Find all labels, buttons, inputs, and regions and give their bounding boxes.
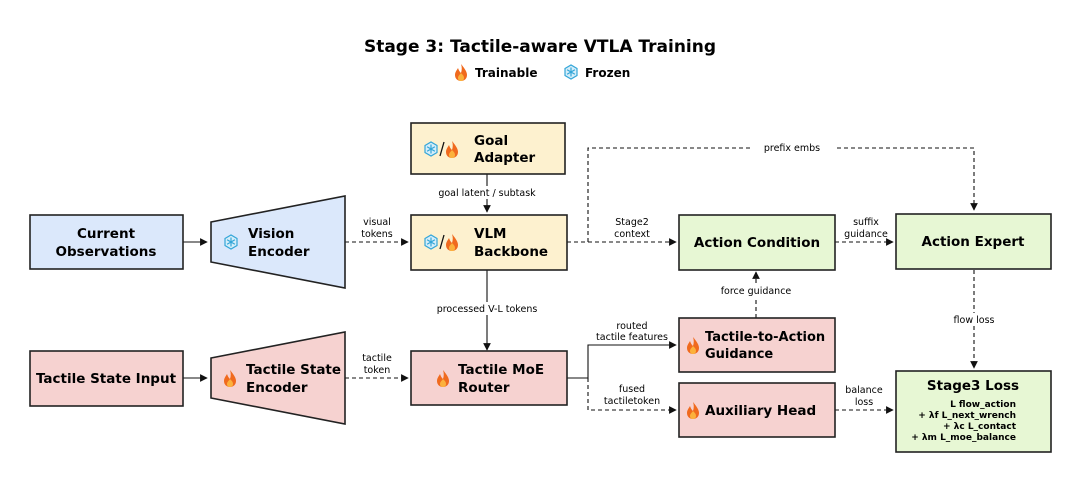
edge-label-tactile-token-2: token: [364, 365, 391, 376]
stage3-loss-term-2: + λf L_next_wrench: [918, 411, 1016, 421]
vlm-backbone-label-1: VLM: [474, 226, 506, 242]
edge-label-balance-loss-1: balance: [845, 385, 883, 396]
edge-label-visual-tokens-1: visual: [363, 217, 391, 228]
node-vision-encoder: Vision Encoder: [210, 195, 346, 289]
edge-label-goal-latent: goal latent / subtask: [438, 188, 536, 199]
edge-label-stage2-context-2: context: [614, 229, 650, 240]
edge-label-fused-1: fused: [619, 384, 645, 395]
edge-label-processed-vl: processed V-L tokens: [437, 304, 538, 315]
edge-label-routed-2: tactile features: [596, 332, 668, 343]
edge-label-balance-loss-2: loss: [855, 397, 873, 408]
action-condition-label: Action Condition: [694, 235, 820, 251]
edge-label-flow-loss: flow loss: [954, 315, 995, 326]
legend: Trainable Frozen: [455, 64, 630, 81]
stage3-loss-term-1: L flow_action: [950, 400, 1016, 410]
diagram-title: Stage 3: Tactile-aware VTLA Training: [364, 37, 716, 57]
tactile-to-action-label-2: Guidance: [705, 347, 773, 362]
current-observations-label-2: Observations: [56, 244, 157, 260]
stage3-loss-term-3: + λc L_contact: [943, 422, 1017, 432]
vision-encoder-label-1: Vision: [248, 226, 294, 242]
tactile-moe-router-label-2: Router: [458, 380, 510, 396]
edge-router-to-aux: [587, 378, 677, 414]
edge-label-stage2-context-1: Stage2: [615, 217, 649, 228]
stage3-loss-title: Stage3 Loss: [927, 378, 1019, 394]
edge-router-branch: [567, 341, 677, 379]
edge-label-tactile-token-1: tactile: [362, 353, 392, 364]
node-stage3-loss: Stage3 Loss L flow_action + λf L_next_wr…: [895, 370, 1052, 453]
node-tactile-to-action-guidance: Tactile-to-Action Guidance: [678, 317, 836, 373]
tactile-to-action-label-1: Tactile-to-Action: [705, 330, 825, 345]
flame-icon: [455, 64, 467, 81]
node-action-expert: Action Expert: [895, 213, 1052, 270]
edge-label-visual-tokens-2: tokens: [361, 229, 393, 240]
edge-label-suffix-guidance-2: guidance: [844, 229, 888, 240]
node-tactile-moe-router: Tactile MoE Router: [410, 350, 568, 406]
edge-label-force-guidance: force guidance: [721, 286, 792, 297]
legend-trainable: Trainable: [475, 66, 537, 80]
edge-label-prefix-embs: prefix embs: [764, 143, 820, 154]
node-tactile-state-encoder: Tactile State Encoder: [210, 331, 346, 425]
action-expert-label: Action Expert: [922, 234, 1026, 250]
goal-adapter-label-1: Goal: [474, 133, 508, 149]
edge-label-fused-2: tactiletoken: [604, 396, 660, 407]
stage3-loss-term-4: + λm L_moe_balance: [911, 433, 1016, 443]
node-action-condition: Action Condition: [678, 214, 836, 271]
tactile-moe-router-label-1: Tactile MoE: [458, 362, 544, 378]
tactile-state-encoder-label-1: Tactile State: [246, 362, 341, 378]
tactile-state-input-label: Tactile State Input: [36, 371, 177, 387]
snowflake-icon: [224, 234, 238, 250]
node-auxiliary-head: Auxiliary Head: [678, 382, 836, 438]
node-vlm-backbone: VLM Backbone: [410, 214, 568, 271]
snowflake-icon: [564, 64, 578, 80]
tactile-state-encoder-label-2: Encoder: [246, 380, 308, 396]
node-goal-adapter: Goal Adapter: [410, 122, 566, 175]
auxiliary-head-label: Auxiliary Head: [705, 403, 816, 419]
vlm-backbone-label-2: Backbone: [474, 244, 548, 260]
legend-frozen: Frozen: [585, 66, 630, 80]
node-tactile-state-input: Tactile State Input: [29, 350, 184, 407]
edge-label-suffix-guidance-1: suffix: [853, 217, 879, 228]
node-current-observations: Current Observations: [29, 214, 184, 270]
vision-encoder-label-2: Encoder: [248, 244, 310, 260]
goal-adapter-label-2: Adapter: [474, 150, 535, 166]
edge-label-routed-1: routed: [616, 321, 647, 332]
current-observations-label-1: Current: [77, 226, 136, 242]
